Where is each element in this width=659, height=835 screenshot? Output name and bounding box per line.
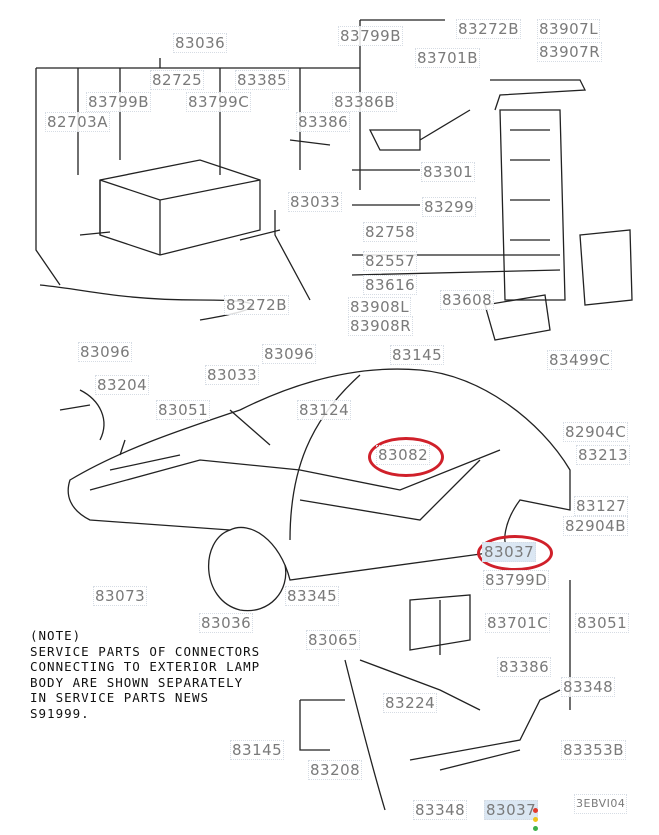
part-label[interactable]: 83065 [306,630,361,650]
part-label[interactable]: 83051 [156,400,211,420]
note-title: (NOTE) [30,628,82,643]
part-label[interactable]: 83907R [537,42,603,62]
part-label[interactable]: 83799C [186,92,252,112]
part-label[interactable]: 83272B [224,295,290,315]
part-label[interactable]: 82904C [563,422,629,442]
part-label[interactable]: 83096 [78,342,133,362]
part-label-highlighted[interactable]: 83082 [376,445,431,465]
status-dot-yellow [533,817,538,822]
note-line: SERVICE PARTS OF CONNECTORS [30,643,261,659]
part-label[interactable]: 83272B [456,19,522,39]
note-line: CONNECTING TO EXTERIOR LAMP [30,659,261,674]
part-label[interactable]: 83073 [93,586,148,606]
part-label[interactable]: 83051 [575,613,630,633]
part-label[interactable]: 83386 [296,112,351,132]
part-label[interactable]: 82725 [150,70,205,90]
part-label[interactable]: 83208 [308,760,363,780]
part-label[interactable]: 83033 [205,365,260,385]
part-label[interactable]: 83499C [547,350,613,370]
part-label[interactable]: 82758 [363,222,418,242]
part-label[interactable]: 83096 [262,344,317,364]
part-label[interactable]: 83213 [576,445,631,465]
part-label[interactable]: 83799D [483,570,550,590]
part-label[interactable]: 83799B [86,92,152,112]
part-label[interactable]: 83204 [95,375,150,395]
part-label-highlighted[interactable]: 83037 [484,800,539,820]
part-label[interactable]: 83301 [421,162,476,182]
part-label[interactable]: 83908R [348,316,414,336]
part-label[interactable]: 82904B [563,516,629,536]
part-label[interactable]: 83616 [363,275,418,295]
part-label[interactable]: 83145 [390,345,445,365]
part-label[interactable]: 83127 [574,496,629,516]
part-label[interactable]: 83385 [235,70,290,90]
part-label[interactable]: 83908L [348,297,412,317]
part-label[interactable]: 83608 [440,290,495,310]
part-label[interactable]: 83299 [422,197,477,217]
note-line: BODY ARE SHOWN SEPARATELY [30,674,244,690]
part-label[interactable]: 83033 [288,192,343,212]
part-label[interactable]: 83036 [173,33,228,53]
part-label[interactable]: 83386B [332,92,398,112]
part-label[interactable]: 83348 [413,800,468,820]
status-dot-green [533,826,538,831]
note-line: IN SERVICE PARTS NEWS [30,690,210,705]
part-label[interactable]: 82703A [45,112,110,132]
part-label[interactable]: 83799B [338,26,404,46]
part-label[interactable]: 83386 [497,657,552,677]
part-label[interactable]: 83224 [383,693,438,713]
part-label[interactable]: 83353B [561,740,627,760]
part-label[interactable]: 83348 [561,677,616,697]
part-label[interactable]: 83036 [199,613,254,633]
note-line: S91999. [30,705,90,721]
part-label[interactable]: 83701B [415,48,481,68]
part-label[interactable]: 83701C [485,613,551,633]
part-label[interactable]: 82557 [363,251,418,271]
figure-code: 3EBVI04 [574,794,628,814]
status-dot-red [533,808,538,813]
part-label[interactable]: 83145 [230,740,285,760]
part-label[interactable]: 83907L [537,19,601,39]
part-label-highlighted[interactable]: 83037 [482,542,537,562]
part-label[interactable]: 83124 [297,400,352,420]
part-label[interactable]: 83345 [285,586,340,606]
